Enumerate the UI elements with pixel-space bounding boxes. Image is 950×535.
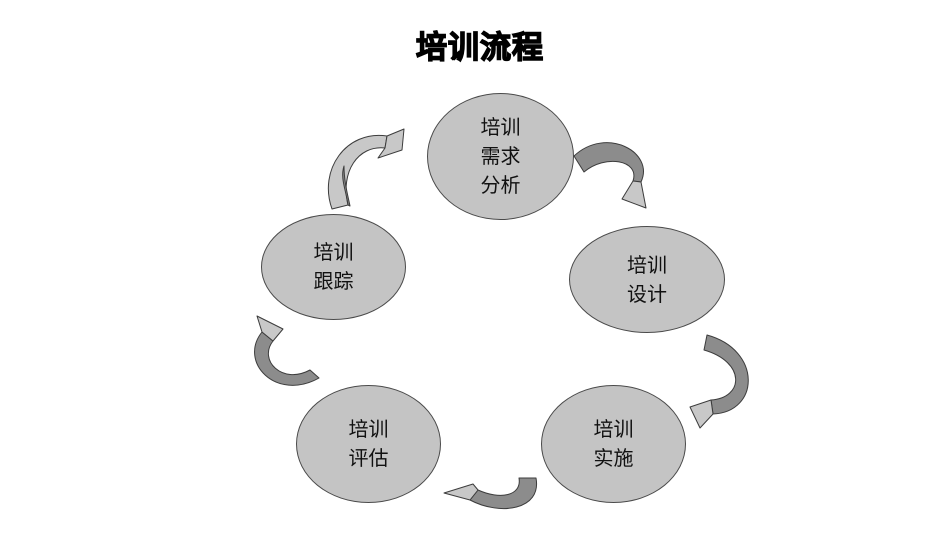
node-needs-analysis: 培训 需求 分析: [427, 93, 574, 220]
node-design-line-1: 培训: [627, 252, 667, 277]
node-needs-analysis-line-2: 需求: [480, 144, 521, 168]
curved-arrow-implementation-to-evaluation: [443, 477, 537, 510]
node-implementation-line-1: 培训: [593, 417, 634, 441]
node-needs-analysis-line-3: 分析: [480, 173, 521, 197]
curved-arrow-evaluation-to-tracking: [254, 315, 320, 386]
node-implementation-line-2: 实施: [593, 446, 634, 470]
node-evaluation-line-1: 培训: [348, 417, 389, 441]
node-design: 培训 设计: [569, 226, 725, 333]
node-evaluation: 培训 评估: [296, 385, 441, 503]
diagram-title: 培训流程: [415, 29, 544, 66]
curved-arrow-needs-to-design: [573, 142, 647, 209]
node-needs-analysis-line-1: 培训: [480, 115, 521, 139]
node-evaluation-line-2: 评估: [348, 446, 389, 470]
node-implementation: 培训 实施: [541, 385, 686, 503]
curved-arrow-design-to-implementation: [689, 334, 749, 429]
curved-arrow-tracking-to-needs: [327, 128, 405, 210]
node-design-line-2: 设计: [627, 281, 667, 306]
node-tracking-line-2: 跟踪: [313, 269, 354, 293]
node-tracking: 培训 跟踪: [261, 214, 406, 320]
node-tracking-line-1: 培训: [313, 240, 354, 264]
